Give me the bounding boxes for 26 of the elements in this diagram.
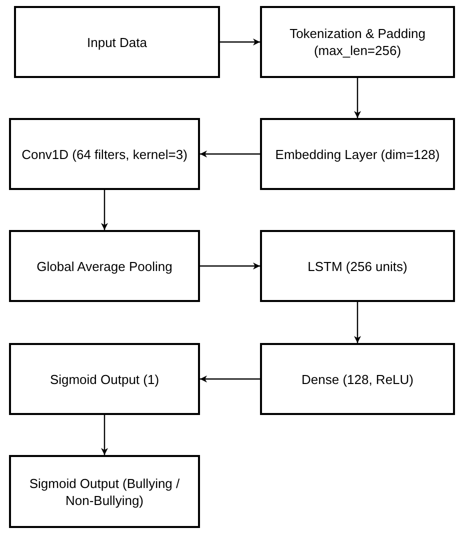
process-box — [260, 343, 455, 415]
arrow — [101, 190, 108, 230]
arrow — [200, 150, 260, 158]
arrow — [200, 376, 260, 382]
process-box — [260, 230, 455, 302]
box-label: Global Average Pooling — [36, 258, 172, 274]
process-box — [9, 455, 200, 528]
process-box — [260, 6, 455, 78]
arrow — [220, 38, 260, 46]
box-label: Sigmoid Output (1) — [50, 370, 160, 388]
arrow — [200, 262, 260, 270]
box-label: Dense (128, ReLU) — [302, 370, 414, 388]
box-label: Embedding Layer (dim=128) — [275, 146, 440, 162]
arrow — [354, 78, 361, 118]
box-label: Input Data — [87, 34, 147, 50]
process-box — [9, 118, 200, 190]
box-label: Tokenization & Padding (max_len=256) — [288, 25, 426, 59]
box-label: LSTM (256 units) — [308, 258, 408, 274]
process-box — [260, 118, 455, 190]
arrow — [101, 415, 108, 455]
process-box — [14, 6, 220, 78]
process-box — [9, 343, 200, 415]
process-box — [9, 230, 200, 302]
box-label: Sigmoid Output (Bullying / Non-Bullying) — [28, 474, 181, 508]
arrow — [354, 302, 361, 343]
box-label: Conv1D (64 filters, kernel=3) — [22, 146, 188, 162]
